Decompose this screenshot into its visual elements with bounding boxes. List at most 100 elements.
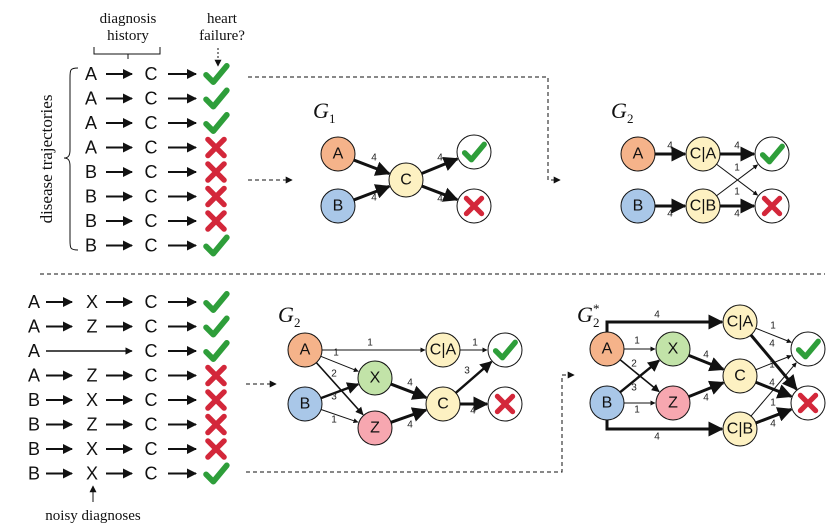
edge-a-ca: 1 — [322, 338, 426, 353]
edge-weight: 4 — [667, 141, 673, 152]
node-outcome-check — [487, 332, 523, 368]
diagnosis-last: C — [145, 162, 158, 182]
node-a: A — [287, 332, 323, 368]
diagnosis-last: C — [145, 341, 158, 361]
edge-weight: 1 — [367, 338, 373, 349]
edge-weight: 3 — [331, 392, 337, 403]
svg-text:Z: Z — [668, 395, 678, 412]
edge-a-z: 2 — [315, 362, 364, 416]
edge-c-check: 4 — [421, 153, 459, 175]
edge-weight: 4 — [470, 406, 476, 417]
svg-text:A: A — [333, 146, 344, 163]
edge-weight: 1 — [734, 163, 740, 174]
svg-text:C: C — [734, 368, 746, 385]
diagnosis-last: C — [145, 292, 158, 312]
edge-weight: 4 — [371, 153, 377, 164]
edge-a-x: 1 — [624, 336, 656, 352]
edge-b-z: 1 — [320, 409, 359, 426]
svg-text:G: G — [577, 302, 593, 327]
diagnosis-first: A — [85, 64, 97, 84]
diagnosis-last: C — [145, 439, 158, 459]
edge-weight: 3 — [631, 383, 637, 394]
edge-weight: 2 — [331, 369, 337, 380]
svg-text:A: A — [633, 146, 644, 163]
diagnosis-first: A — [85, 113, 97, 133]
check-icon — [795, 338, 821, 360]
diagnosis-mid: Z — [87, 317, 98, 337]
cross-icon — [205, 389, 227, 411]
node-c-given-b: C|B — [722, 411, 758, 447]
edge-weight: 4 — [437, 194, 443, 205]
edge-b-cb: 4 — [655, 198, 687, 220]
edge-b-cb: 4 — [605, 420, 724, 443]
check-icon — [203, 234, 230, 257]
check-icon — [759, 143, 785, 165]
graph-title-g1: G 1 — [313, 98, 336, 126]
edge-weight: 4 — [407, 420, 413, 431]
node-b: B — [620, 188, 656, 224]
svg-text:*: * — [593, 301, 600, 316]
diagnosis-first: A — [28, 366, 40, 386]
svg-text:G: G — [611, 98, 627, 123]
svg-text:B: B — [602, 395, 613, 412]
cross-icon — [205, 161, 227, 183]
node-c-given-a: C|A — [685, 136, 721, 172]
node-c: C — [388, 162, 424, 198]
diagnosis-label-line1: diagnosis — [100, 11, 157, 27]
edge-a-ca: 4 — [605, 310, 724, 332]
diagnosis-first: B — [85, 162, 97, 182]
edge-ca-check: 1 — [460, 338, 488, 353]
node-outcome-cross — [487, 386, 523, 422]
diagnosis-last: C — [145, 187, 158, 207]
node-x: X — [655, 331, 691, 367]
edge-c-check: 1 — [755, 354, 792, 371]
diagnosis-mid: X — [86, 464, 98, 484]
svg-text:C|A: C|A — [430, 342, 457, 359]
edge-weight: 4 — [769, 339, 775, 350]
check-icon — [203, 112, 230, 134]
diagnosis-first: A — [28, 341, 40, 361]
edge-b-c: 4 — [353, 184, 391, 204]
diagnosis-first: B — [85, 211, 97, 231]
diagnosis-last: C — [145, 390, 158, 410]
check-icon — [203, 462, 230, 485]
diagnosis-first: A — [28, 292, 40, 312]
edge-b-x: 3 — [619, 359, 660, 394]
edge-weight: 4 — [437, 153, 443, 164]
cross-icon — [205, 413, 227, 436]
diagnosis-mid: X — [86, 292, 98, 312]
svg-text:G: G — [313, 98, 329, 123]
diagnosis-mid: X — [86, 390, 98, 410]
edge-weight: 1 — [770, 321, 776, 332]
connector-top-to-g2 — [248, 76, 561, 184]
diagnosis-last: C — [145, 64, 158, 84]
edge-ca-check: 1 — [755, 321, 792, 344]
edge-weight: 1 — [770, 398, 776, 409]
svg-text:C: C — [437, 396, 449, 413]
diagnosis-first: B — [85, 236, 97, 256]
check-icon — [203, 315, 230, 338]
node-b: B — [320, 188, 356, 224]
check-icon — [461, 141, 487, 163]
heart-failure-label-line2: failure? — [199, 28, 245, 44]
node-x: X — [357, 360, 393, 396]
diagnosis-last: C — [145, 113, 158, 133]
edge-cb-cross: 4 — [720, 198, 756, 220]
graph-title-g2-top: G 2 — [611, 98, 634, 126]
edge-c-cross: 4 — [755, 378, 793, 399]
edge-c-cross: 4 — [460, 396, 489, 417]
edge-x-c: 4 — [390, 378, 428, 400]
graph-layer: 4444ABC444114ABC|AC|B1123144341ABXZC|AC4… — [287, 134, 826, 447]
edge-weight: 4 — [654, 432, 660, 443]
